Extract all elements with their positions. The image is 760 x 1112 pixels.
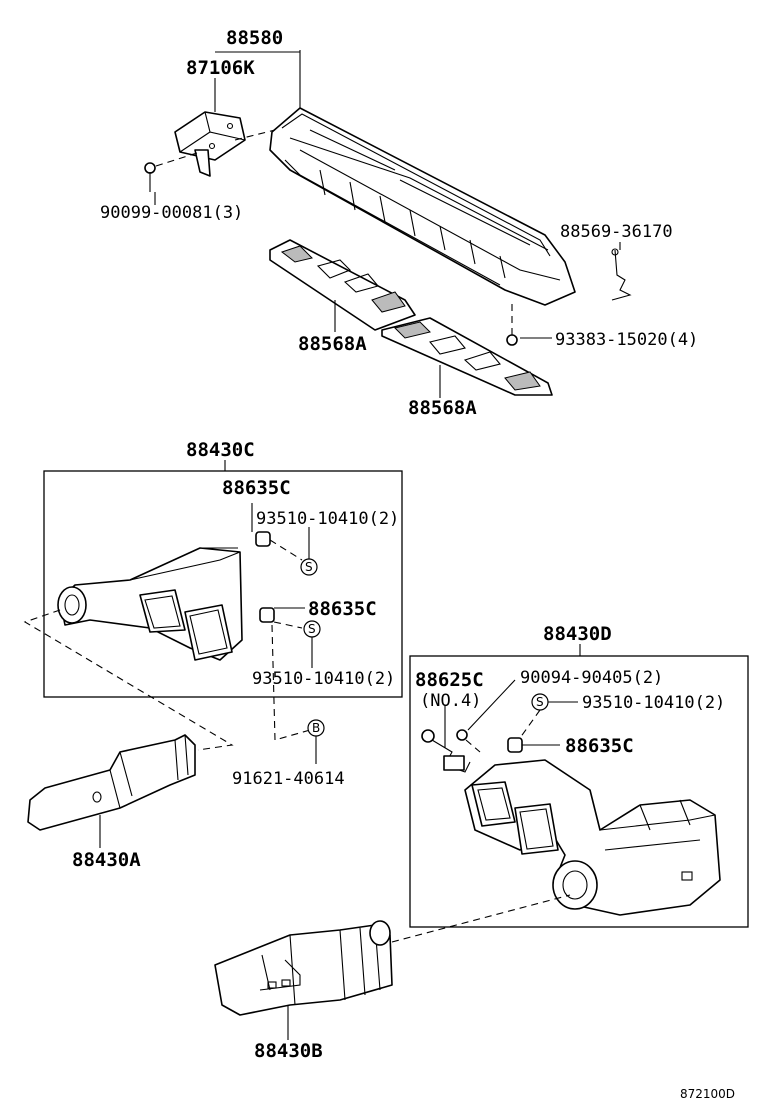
label-88569: 88569-36170 [560,222,673,242]
label-93510-2: 93510-10410(2) [252,669,395,689]
duct-88430b [214,920,393,1016]
defroster-nozzle-88580 [269,107,576,306]
s-symbol-1-text: S [305,560,313,574]
screw-90094 [456,729,468,741]
screw-93383 [506,300,518,346]
clip-88635c-1 [255,531,271,547]
label-88430d: 88430D [543,623,612,645]
label-88430a: 88430A [72,849,141,871]
label-90094: 90094-90405(2) [520,668,663,688]
dash-clip2 [273,621,303,629]
label-no4: (NO.4) [420,691,481,711]
label-88568a-2: 88568A [408,397,477,419]
label-91621: 91621-40614 [232,769,345,789]
dash-b-d [391,894,571,943]
label-93383: 93383-15020(4) [555,330,698,350]
label-88580: 88580 [226,27,283,49]
label-93510-1: 93510-10410(2) [256,509,399,529]
dash-duct-a [23,609,234,751]
clip-88635c-2 [259,607,275,623]
dash-screw-90094 [465,739,481,753]
b-symbol-text: B [312,721,320,735]
dash-b-link [271,624,311,741]
label-90099: 90099-00081(3) [100,203,243,223]
duct-88430d [464,759,721,916]
screw-90099 [144,162,156,192]
label-88430b: 88430B [254,1040,323,1062]
dash-s3-clip [519,709,541,739]
label-88430c: 88430C [186,439,255,461]
actuator-87106k [174,111,246,177]
label-88635c-3: 88635C [565,735,634,757]
box-88430d [409,655,749,928]
s-symbol-3-text: S [536,695,544,709]
leader-90094 [467,679,516,731]
label-93510-3: 93510-10410(2) [582,693,725,713]
grille-88568a-left [269,239,416,331]
dash-clip1 [269,539,303,561]
dash-screw-actuator [155,151,201,167]
dash-actuator-nozzle [234,129,276,141]
duct-88430c [57,547,243,661]
clip-88569 [611,248,632,301]
grille-88568a-right [381,317,553,396]
box-88430c [43,470,403,698]
clip-88635c-3 [507,737,523,753]
label-88625c: 88625C [415,669,484,691]
diagram-reference-code: 872100D [680,1087,735,1101]
label-88635c-2: 88635C [308,598,377,620]
label-88568a-1: 88568A [298,333,367,355]
s-symbol-2-text: S [308,622,316,636]
label-88635c-1: 88635C [222,477,291,499]
label-87106k: 87106K [186,57,255,79]
duct-88430a [27,734,196,831]
